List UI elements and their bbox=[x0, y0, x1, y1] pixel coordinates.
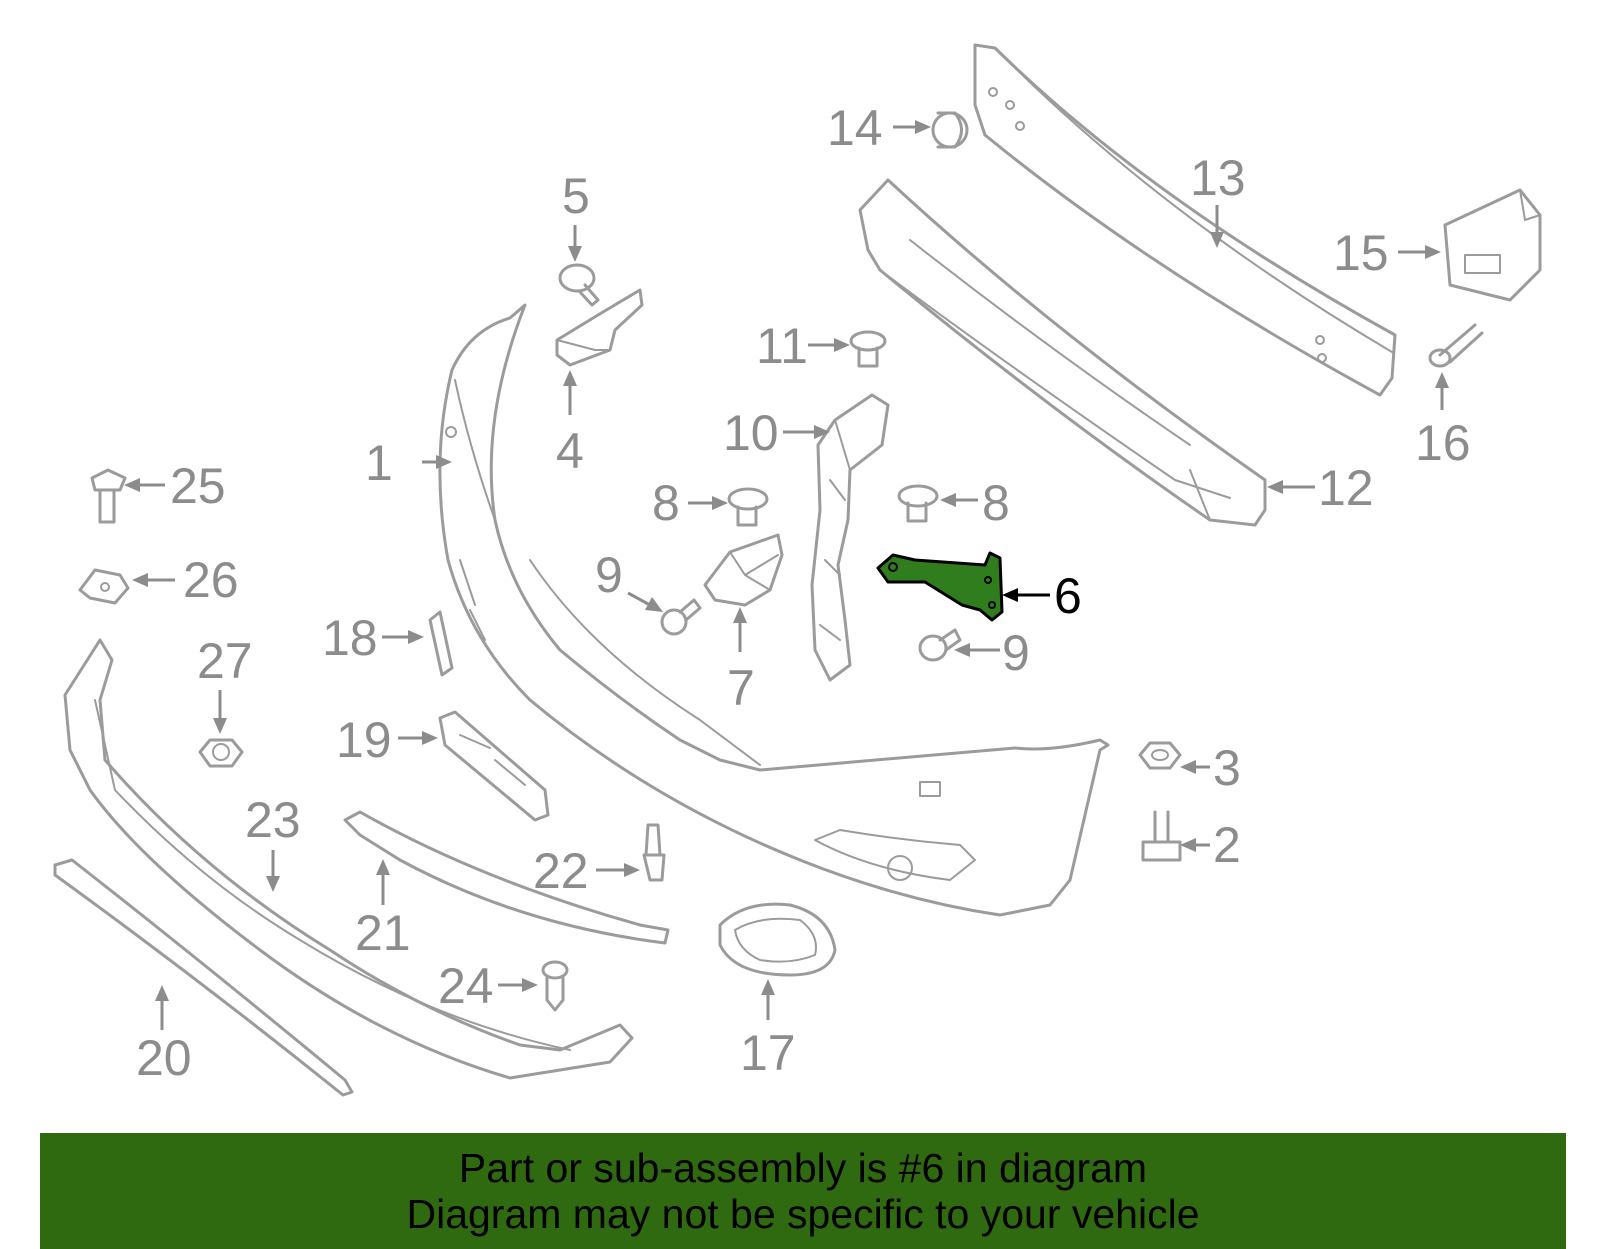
part-27-nut[interactable] bbox=[198, 738, 244, 768]
part-19-bracket[interactable] bbox=[438, 710, 550, 822]
callout-9-left: 9 bbox=[595, 547, 623, 603]
callout-19: 19 bbox=[336, 712, 392, 768]
part-2-bolt[interactable] bbox=[1141, 810, 1182, 862]
callout-8-left: 8 bbox=[652, 475, 680, 531]
callout-14: 14 bbox=[827, 100, 883, 156]
callout-6: 6 bbox=[1054, 568, 1082, 624]
callout-7: 7 bbox=[727, 660, 755, 716]
callout-27: 27 bbox=[197, 633, 253, 689]
part-22-clip[interactable] bbox=[642, 823, 666, 882]
part-15-bracket[interactable] bbox=[1443, 188, 1542, 302]
callout-8-right: 8 bbox=[982, 475, 1010, 531]
callout-13: 13 bbox=[1190, 150, 1246, 206]
part-25-bolt[interactable] bbox=[90, 468, 127, 524]
part-6-bracket-highlighted[interactable] bbox=[876, 551, 1004, 622]
part-3-nut[interactable] bbox=[1138, 741, 1182, 770]
part-20-strip[interactable] bbox=[53, 858, 354, 1097]
callout-21: 21 bbox=[355, 905, 411, 961]
part-24-clip[interactable] bbox=[541, 960, 569, 1012]
part-12-absorber[interactable] bbox=[858, 178, 1267, 527]
banner-line-2: Diagram may not be specific to your vehi… bbox=[406, 1191, 1200, 1237]
callout-5: 5 bbox=[562, 168, 590, 224]
callout-15: 15 bbox=[1333, 225, 1389, 281]
info-banner: Part or sub-assembly is #6 in diagram Di… bbox=[40, 1133, 1566, 1249]
part-21-trim[interactable] bbox=[343, 810, 670, 945]
callout-16: 16 bbox=[1415, 415, 1471, 471]
callout-9-right: 9 bbox=[1002, 625, 1030, 681]
part-26-clip[interactable] bbox=[78, 568, 130, 605]
callout-labels: 1 2 3 4 5 6 7 8 8 9 9 10 11 12 13 14 15 … bbox=[136, 100, 1471, 1086]
callout-25: 25 bbox=[170, 458, 226, 514]
part-17-fog-bezel[interactable] bbox=[718, 902, 837, 977]
part-10-bracket[interactable] bbox=[810, 393, 890, 682]
part-8-right-screw[interactable] bbox=[897, 484, 939, 523]
part-18-reflector[interactable] bbox=[428, 610, 454, 677]
callout-1: 1 bbox=[365, 435, 393, 491]
banner-line-1: Part or sub-assembly is #6 in diagram bbox=[458, 1145, 1148, 1191]
callout-10: 10 bbox=[723, 405, 779, 461]
leader-arrows bbox=[124, 120, 1449, 1030]
part-8-left-screw[interactable] bbox=[727, 487, 769, 527]
callout-4: 4 bbox=[556, 423, 584, 479]
callout-18: 18 bbox=[322, 610, 378, 666]
callout-20: 20 bbox=[136, 1030, 192, 1086]
callout-23: 23 bbox=[245, 792, 301, 848]
part-7-bracket[interactable] bbox=[703, 533, 784, 607]
part-11-screw[interactable] bbox=[849, 330, 887, 368]
callout-24: 24 bbox=[438, 958, 494, 1014]
part-13-reinforcement[interactable] bbox=[973, 43, 1397, 397]
callout-17: 17 bbox=[740, 1025, 796, 1081]
part-16-bolt[interactable] bbox=[1428, 323, 1484, 368]
part-4-bracket[interactable] bbox=[555, 288, 644, 367]
callout-22: 22 bbox=[533, 843, 589, 899]
callout-12: 12 bbox=[1318, 460, 1374, 516]
part-5-clip[interactable] bbox=[558, 263, 600, 307]
part-9-right-screw[interactable] bbox=[918, 628, 962, 662]
leader-arrow-6 bbox=[1002, 588, 1050, 602]
part-9-left-screw[interactable] bbox=[660, 598, 702, 636]
callout-3: 3 bbox=[1213, 740, 1241, 796]
part-1-bumper-cover[interactable] bbox=[438, 303, 1110, 917]
callout-2: 2 bbox=[1213, 817, 1241, 873]
callout-11: 11 bbox=[756, 318, 808, 374]
part-14-bump-stop[interactable] bbox=[931, 111, 969, 149]
callout-26: 26 bbox=[183, 552, 239, 608]
part-23-spoiler[interactable] bbox=[63, 638, 634, 1080]
